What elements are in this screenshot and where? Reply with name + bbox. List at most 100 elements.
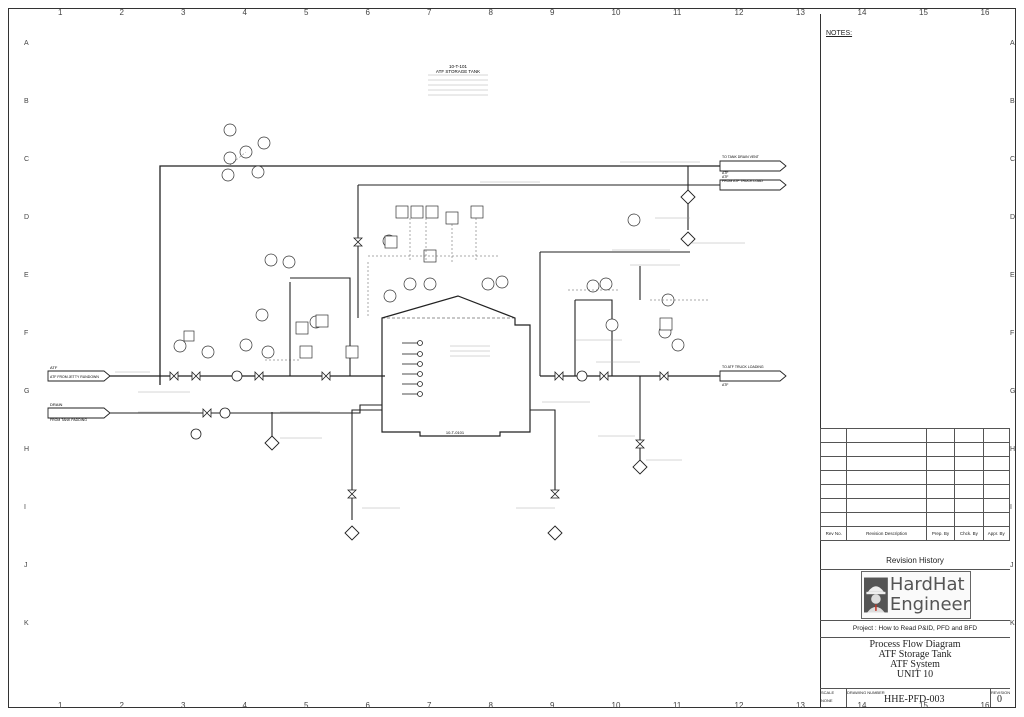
revision-cell	[982, 470, 1011, 485]
revision-header-cell: Prep. By	[925, 526, 956, 541]
drain-label: DRAIN	[50, 402, 63, 407]
grid-column-label: 12	[734, 8, 744, 17]
grid-row-label: F	[1010, 330, 1015, 337]
grid-row-label: K	[1010, 620, 1015, 627]
grid-row-label: K	[24, 620, 29, 627]
revision-cell	[982, 456, 1011, 471]
top-out-1-sub: ATF	[722, 171, 728, 175]
grid-column-label: 2	[119, 701, 124, 710]
grid-row-label: D	[24, 214, 30, 221]
grid-column-label: 8	[488, 701, 493, 710]
revision-cell	[925, 498, 956, 513]
grid-column-label: 6	[365, 8, 370, 17]
top-out-1-label: TO TANK DRAIN VENT	[722, 155, 760, 159]
grid-column-label: 3	[181, 701, 186, 710]
revision-cell	[819, 498, 848, 513]
revision-header-cell: Chck. By	[954, 526, 984, 541]
grid-column-label: 11	[673, 8, 682, 17]
grid-column-label: 9	[550, 8, 555, 17]
drawing-number: HHE-PFD-003	[884, 694, 945, 705]
grid-column-label: 6	[365, 701, 370, 710]
grid-row-label: E	[1010, 272, 1015, 279]
revision-cell	[982, 512, 1011, 527]
grid-row-label: H	[1010, 446, 1016, 453]
grid-row-label: D	[1010, 214, 1016, 221]
revision-cell	[846, 498, 927, 513]
grid-column-label: 12	[734, 701, 744, 710]
revision-label: REVISION	[991, 690, 1011, 695]
grid-column-label: 5	[304, 701, 309, 710]
right-out-label: TO ATF TRUCK LOADING	[722, 365, 764, 369]
grid-row-label: A	[1010, 40, 1015, 47]
grid-column-label: 13	[796, 8, 805, 17]
revision-cell	[925, 484, 956, 499]
revision-header-cell: Rev No.	[819, 526, 848, 541]
revision-cell	[819, 442, 848, 457]
revision-cell	[846, 456, 927, 471]
revision-cell	[925, 512, 956, 527]
revision-cell	[982, 428, 1011, 443]
revision-cell	[846, 442, 927, 457]
title-block-divider	[820, 14, 821, 708]
line-top-vent	[159, 165, 785, 385]
grid-column-label: 4	[242, 8, 247, 17]
revision-cell	[819, 470, 848, 485]
revision-cell	[819, 428, 848, 443]
revision-cell	[954, 498, 984, 513]
atf-in-label: ATF	[50, 365, 58, 370]
revision-cell	[846, 470, 927, 485]
grid-row-label: E	[24, 272, 29, 279]
drawing-title: Process Flow Diagram ATF Storage Tank AT…	[820, 640, 1010, 680]
grid-column-label: 3	[181, 8, 186, 17]
grid-column-label: 16	[980, 8, 990, 17]
logo-text-line1: HardHat	[889, 574, 965, 595]
revision-row	[819, 512, 1011, 527]
right-out-sub: ATF	[722, 383, 728, 387]
revision-cell	[982, 498, 1011, 513]
revision-cell	[954, 442, 984, 457]
drawing-title-line: UNIT 10	[896, 669, 934, 680]
grid-column-label: 8	[488, 8, 493, 17]
grid-row-label: B	[1010, 98, 1015, 105]
revision-cell	[925, 470, 956, 485]
revision-cell	[982, 442, 1011, 457]
revision-cell	[925, 456, 956, 471]
grid-column-label: 7	[427, 701, 432, 710]
revision-cell	[925, 428, 956, 443]
hardhat-engineer-icon	[864, 577, 888, 613]
arrow-right-out	[719, 370, 787, 382]
grid-row-label: J	[1010, 562, 1014, 569]
revision-cell	[954, 484, 984, 499]
revision-cell	[819, 456, 848, 471]
revision-cell	[954, 456, 984, 471]
revision-row	[819, 470, 1011, 485]
notes-heading: NOTES:	[826, 30, 853, 37]
grid-column-label: 2	[119, 8, 124, 17]
revision-cell: REVISION 0	[990, 689, 1010, 707]
grid-column-label: 7	[427, 8, 432, 17]
tank-level-nozzles	[402, 340, 423, 397]
arrow-drain-in	[47, 407, 111, 419]
tank-header-name: ATF STORAGE TANK	[436, 69, 480, 74]
revision-row	[819, 456, 1011, 471]
grid-row-label: A	[24, 40, 29, 47]
revision-cell	[819, 512, 848, 527]
grid-row-label: I	[1010, 504, 1012, 511]
grid-column-label: 16	[980, 701, 990, 710]
drawing-frame	[8, 8, 1016, 708]
revision-row	[819, 498, 1011, 513]
atf-in-from: ATF FROM JETTY RUNDOWN	[50, 375, 99, 379]
revision-cell	[954, 512, 984, 527]
grid-row-label: C	[24, 156, 30, 163]
grid-column-label: 10	[611, 701, 621, 710]
grid-column-label: 13	[796, 701, 805, 710]
revision-cell	[846, 484, 927, 499]
logo-text-line2: Engineer	[889, 594, 970, 615]
revision-cell	[846, 428, 927, 443]
grid-row-label: G	[1010, 388, 1016, 395]
grid-column-label: 1	[58, 701, 63, 710]
company-logo: HardHat Engineer	[861, 571, 971, 619]
revision-cell	[954, 428, 984, 443]
